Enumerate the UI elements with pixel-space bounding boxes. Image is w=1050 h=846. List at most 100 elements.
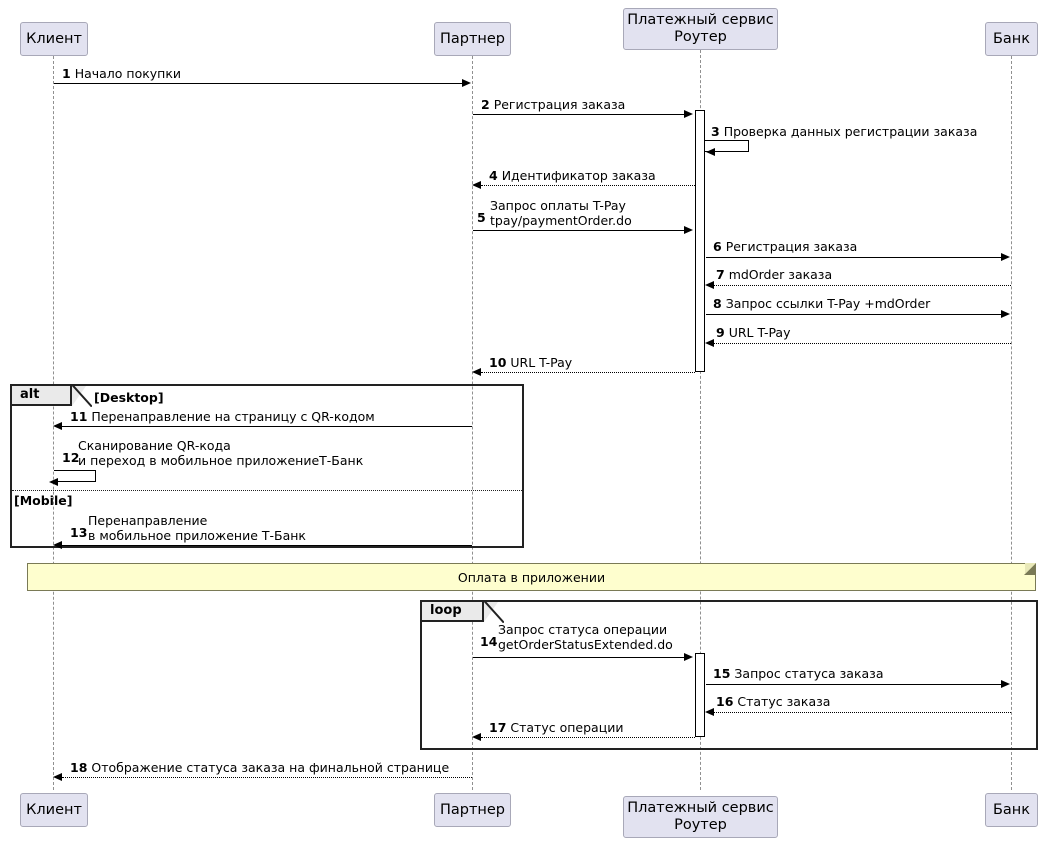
- participant-partner-top[interactable]: Партнер: [434, 22, 511, 56]
- message-7-label: 7 mdOrder заказа: [716, 267, 832, 282]
- lifeline-router: [700, 50, 701, 790]
- message-8-arrowhead: [1001, 310, 1010, 318]
- message-2-line: [473, 114, 686, 115]
- participant-router-bottom[interactable]: Платежный сервис Роутер: [623, 796, 778, 838]
- activation-router-loop: [695, 653, 705, 737]
- message-2-text: Регистрация заказа: [493, 97, 626, 112]
- message-5-text-line2: tpay/paymentOrder.do: [490, 213, 632, 228]
- message-10-number: 10: [489, 355, 507, 370]
- message-18-text: Отображение статуса заказа на финальной …: [91, 760, 450, 775]
- message-16-text: Статус заказа: [737, 694, 831, 709]
- message-3-number: 3: [711, 124, 720, 139]
- message-9-number: 9: [716, 325, 725, 340]
- message-4-line: [481, 185, 695, 186]
- message-15-label: 15 Запрос статуса заказа: [713, 666, 884, 681]
- message-13-text-line1: Перенаправление: [88, 513, 208, 528]
- participant-client-bottom[interactable]: Клиент: [20, 793, 88, 827]
- message-16-label: 16 Статус заказа: [716, 694, 830, 709]
- message-13-arrowhead: [53, 541, 62, 549]
- message-10-line: [481, 372, 695, 373]
- message-12-text-line2: и переход в мобильное приложениеТ-Банк: [78, 453, 364, 468]
- message-18-line: [62, 777, 472, 778]
- message-8-text: Запрос ссылки T-Pay +mdOrder: [725, 296, 931, 311]
- message-6-text: Регистрация заказа: [725, 239, 858, 254]
- message-16-arrowhead: [705, 708, 714, 716]
- message-16-line: [714, 712, 1011, 713]
- message-2-label: 2 Регистрация заказа: [481, 97, 625, 112]
- message-4-label: 4 Идентификатор заказа: [489, 168, 656, 183]
- message-14-label: Запрос статуса операции getOrderStatusEx…: [498, 622, 673, 652]
- message-11-text: Перенаправление на страницу с QR-кодом: [91, 409, 375, 424]
- message-5-line: [473, 230, 686, 231]
- message-1-text: Начало покупки: [74, 66, 182, 81]
- fragment-alt-divider: [12, 490, 522, 491]
- message-7-number: 7: [716, 267, 725, 282]
- fragment-loop-tab-corner-edge: [482, 601, 504, 623]
- message-13-line: [62, 545, 472, 546]
- message-13-label: Перенаправление в мобильное приложение Т…: [88, 513, 306, 543]
- participant-bank-bottom[interactable]: Банк: [985, 793, 1038, 827]
- message-8-number: 8: [713, 296, 722, 311]
- message-14-number: 14: [480, 634, 498, 649]
- lifeline-partner: [472, 56, 473, 790]
- message-1-label: 1 Начало покупки: [62, 66, 181, 81]
- message-15-text: Запрос статуса заказа: [734, 666, 884, 681]
- message-13-text-line2: в мобильное приложение Т-Банк: [88, 528, 306, 543]
- message-15-arrowhead: [1001, 680, 1010, 688]
- fragment-alt-guard-desktop: [Desktop]: [94, 390, 164, 405]
- message-2-arrowhead: [684, 110, 693, 118]
- message-11-line: [62, 426, 472, 427]
- lifeline-bank: [1011, 56, 1012, 790]
- message-12-self-loop: [54, 470, 96, 482]
- fragment-alt: [10, 384, 524, 548]
- message-17-line: [481, 737, 695, 738]
- message-4-arrowhead: [472, 181, 481, 189]
- message-12-arrowhead: [49, 478, 58, 486]
- message-17-arrowhead: [472, 733, 481, 741]
- message-7-line: [714, 285, 1011, 286]
- message-11-number: 11: [70, 409, 88, 424]
- message-9-label: 9 URL T-Pay: [716, 325, 791, 340]
- message-14-text-line2: getOrderStatusExtended.do: [498, 637, 673, 652]
- message-18-number: 18: [70, 760, 88, 775]
- participant-partner-bottom[interactable]: Партнер: [434, 793, 511, 827]
- message-7-text: mdOrder заказа: [728, 267, 833, 282]
- message-15-line: [706, 684, 1003, 685]
- message-10-label: 10 URL T-Pay: [489, 355, 572, 370]
- message-10-text: URL T-Pay: [510, 355, 573, 370]
- message-6-label: 6 Регистрация заказа: [713, 239, 857, 254]
- note-fold: [1025, 563, 1036, 574]
- participant-bank-top[interactable]: Банк: [985, 22, 1038, 56]
- participant-router-top[interactable]: Платежный сервис Роутер: [623, 8, 778, 50]
- message-17-number: 17: [489, 720, 507, 735]
- message-11-label: 11 Перенаправление на страницу с QR-кодо…: [70, 409, 375, 424]
- message-12-text-line1: Сканирование QR-кода: [78, 438, 231, 453]
- fragment-alt-guard-mobile: [Mobile]: [14, 493, 73, 508]
- message-17-text: Статус операции: [510, 720, 624, 735]
- message-6-line: [706, 257, 1003, 258]
- message-1-line: [54, 83, 464, 84]
- message-12-number: 12: [62, 450, 80, 465]
- fragment-loop-tab: loop: [422, 602, 484, 622]
- message-9-arrowhead: [705, 339, 714, 347]
- message-8-line: [706, 314, 1003, 315]
- message-5-number: 5: [477, 210, 486, 225]
- message-5-arrowhead: [684, 226, 693, 234]
- message-14-line: [473, 657, 686, 658]
- message-8-label: 8 Запрос ссылки T-Pay +mdOrder: [713, 296, 930, 311]
- message-14-text-line1: Запрос статуса операции: [498, 622, 668, 637]
- message-3-arrowhead: [706, 148, 715, 156]
- message-5-text-line1: Запрос оплаты T-Pay: [490, 198, 626, 213]
- message-3-self-loop: [705, 140, 749, 152]
- message-18-arrowhead: [53, 773, 62, 781]
- message-18-label: 18 Отображение статуса заказа на финальн…: [70, 760, 449, 775]
- message-4-text: Идентификатор заказа: [501, 168, 656, 183]
- participant-client-top[interactable]: Клиент: [20, 22, 88, 56]
- message-9-line: [714, 343, 1011, 344]
- message-4-number: 4: [489, 168, 498, 183]
- message-17-label: 17 Статус операции: [489, 720, 623, 735]
- message-3-label: 3 Проверка данных регистрации заказа: [711, 124, 977, 139]
- message-1-arrowhead: [462, 79, 471, 87]
- message-9-text: URL T-Pay: [728, 325, 791, 340]
